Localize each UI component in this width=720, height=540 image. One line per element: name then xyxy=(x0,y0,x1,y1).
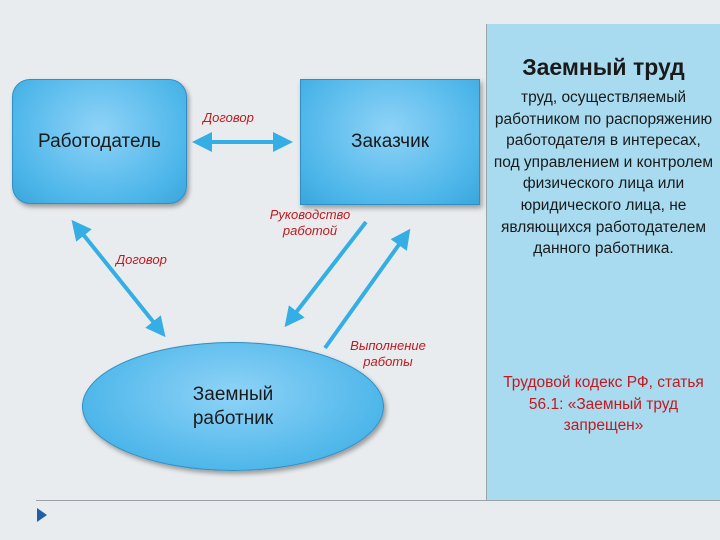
employer-label: Работодатель xyxy=(38,130,161,152)
borrowed-worker-node: Заемный работник xyxy=(82,342,384,471)
panel-definition: труд, осуществляемый работником по распо… xyxy=(493,89,714,258)
management-arrow xyxy=(284,220,368,328)
execution-arrow xyxy=(323,228,411,350)
vertical-divider xyxy=(486,24,487,500)
employer-node: Работодатель xyxy=(12,79,187,204)
play-triangle-icon[interactable] xyxy=(36,507,48,523)
contract-label-top: Договор xyxy=(203,110,254,125)
customer-node: Заказчик xyxy=(300,79,480,205)
contract-label-left: Договор xyxy=(116,252,167,267)
panel-title: Заемный труд xyxy=(522,54,685,80)
management-label: Руководство работой xyxy=(269,207,351,238)
execution-label: Выполнение работы xyxy=(350,338,426,369)
customer-label: Заказчик xyxy=(350,131,430,152)
horizontal-divider xyxy=(36,500,720,501)
panel-reference: Трудовой кодекс РФ, статья 56.1: «Заемны… xyxy=(503,374,704,435)
definition-panel xyxy=(487,24,720,500)
borrowed-worker-label: Заемный работник xyxy=(192,383,274,429)
contract-arrow-diagonal xyxy=(71,219,166,338)
